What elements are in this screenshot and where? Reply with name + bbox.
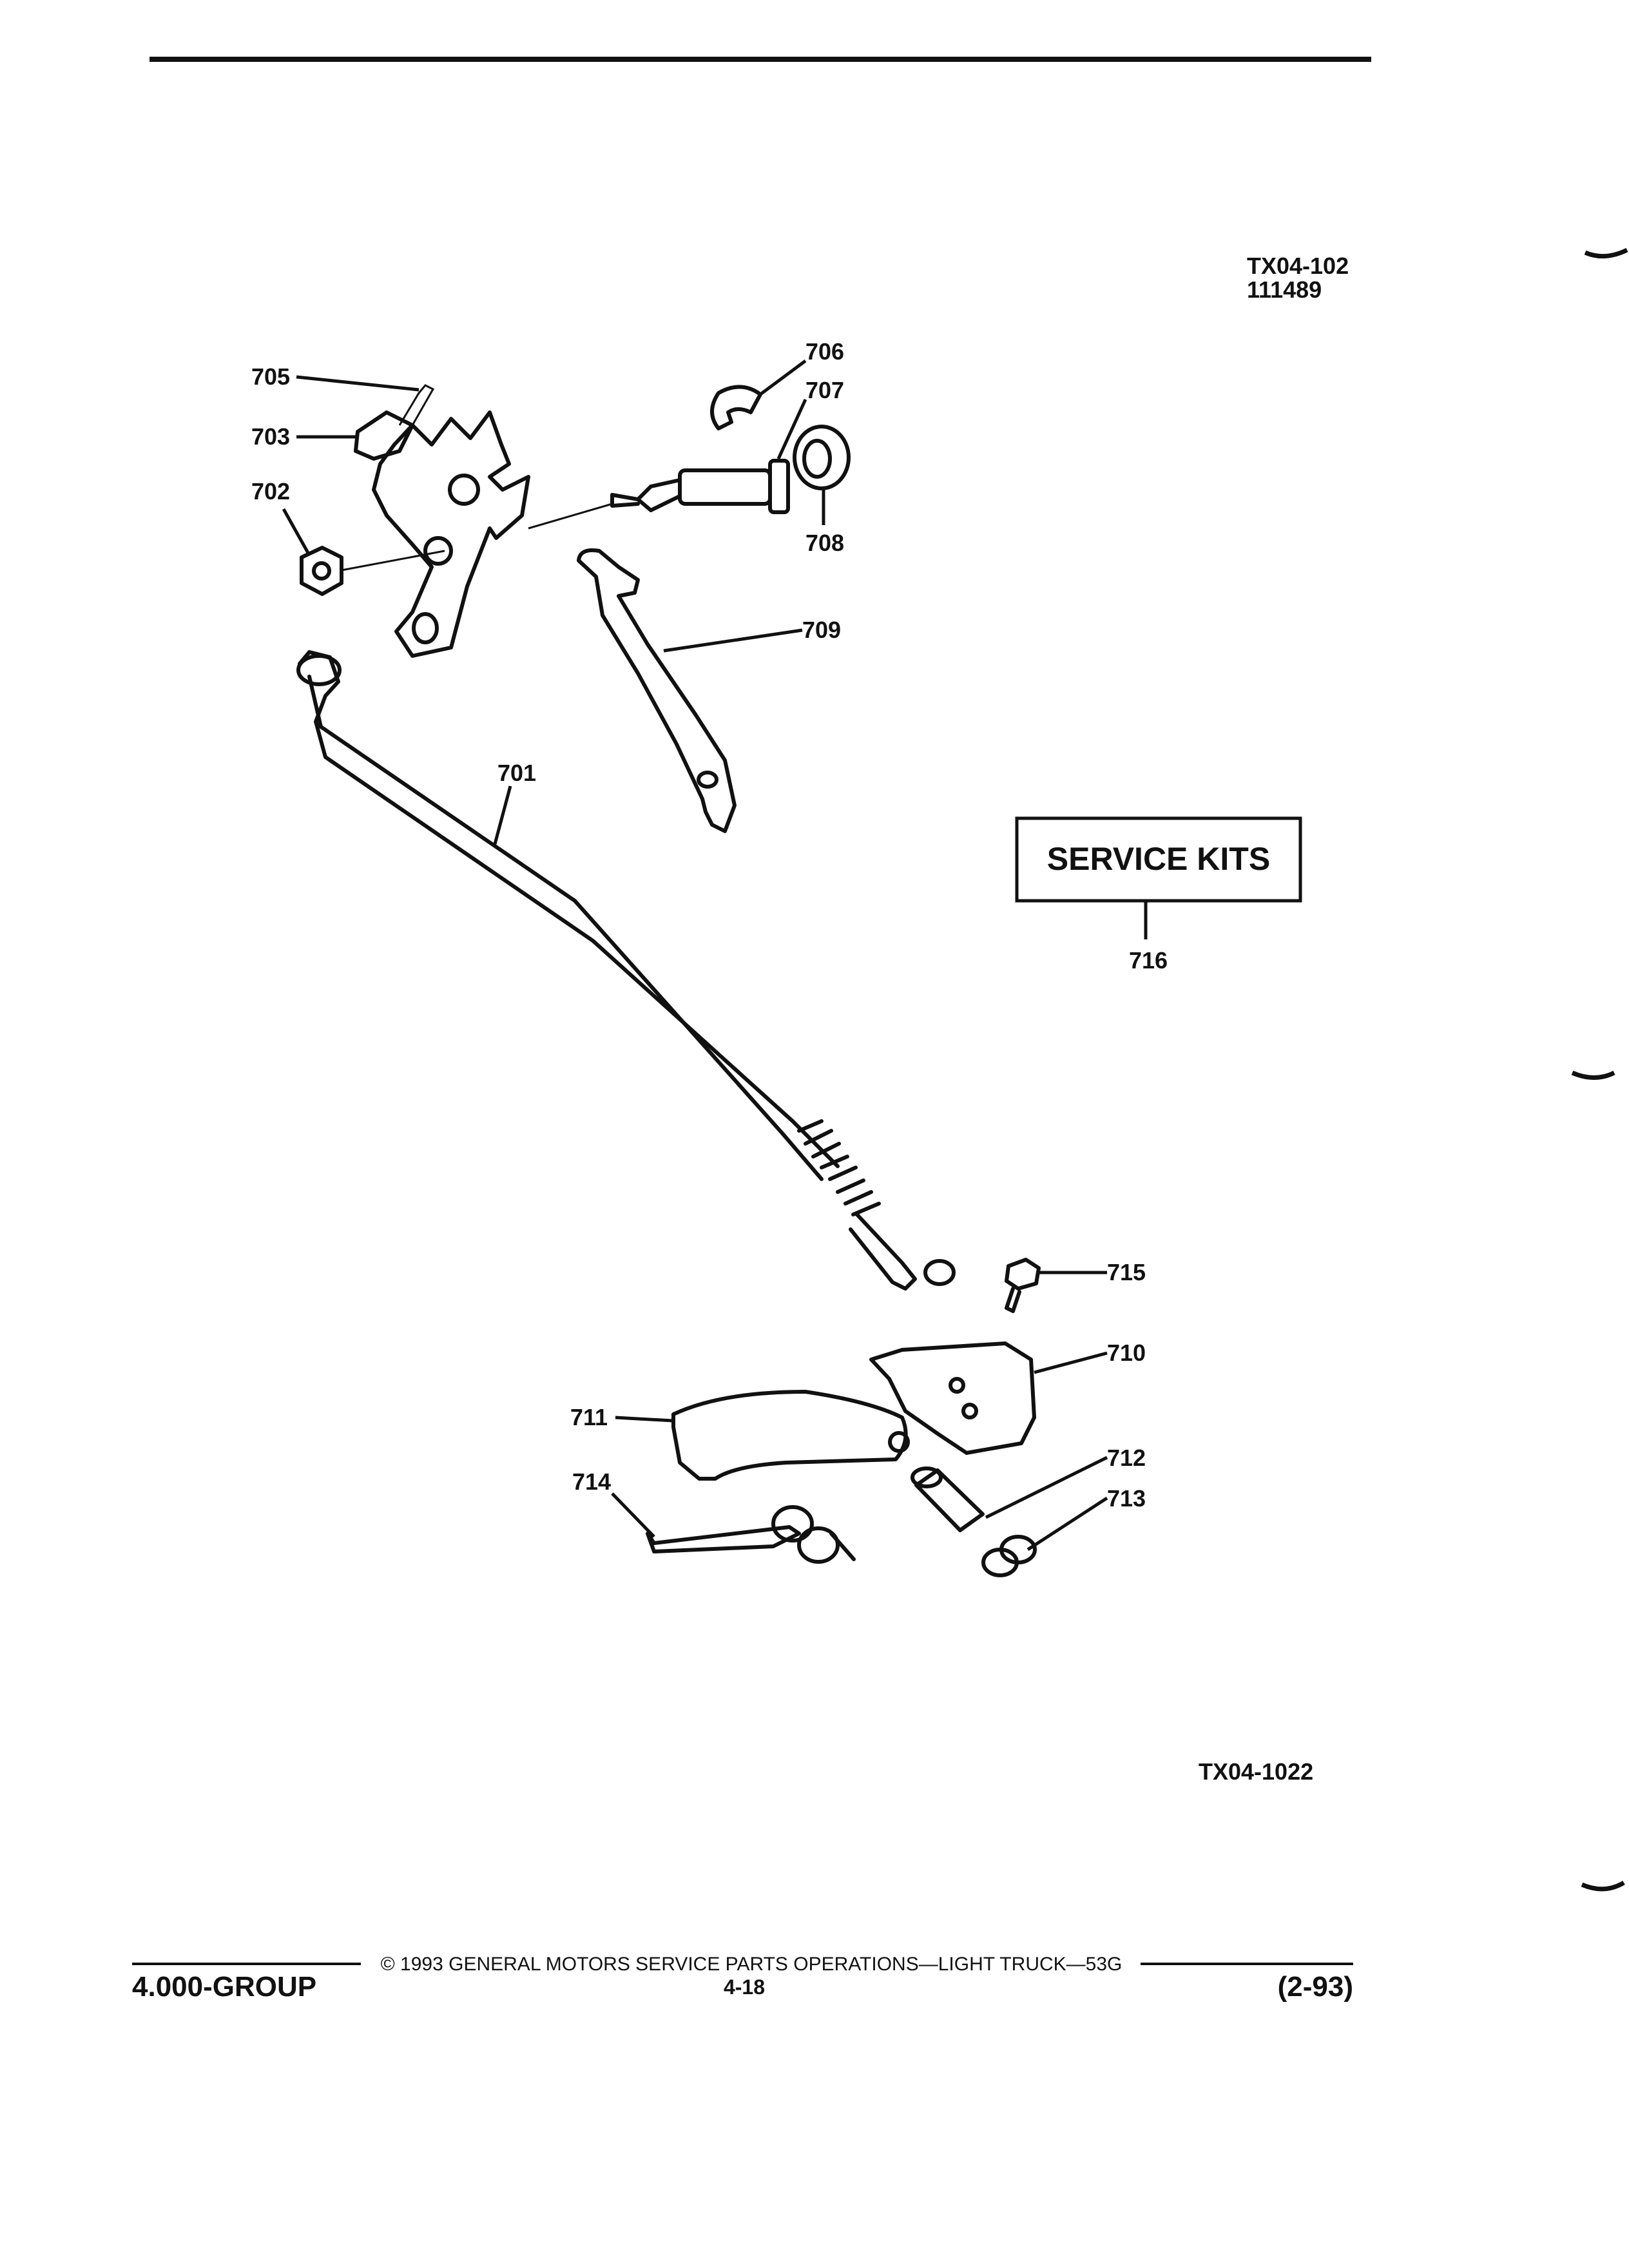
part-703-adjuster-lever xyxy=(354,384,530,658)
part-710-bracket xyxy=(869,1341,1036,1455)
footer-date-code: (2-93) xyxy=(1278,1971,1353,2003)
leader-714 xyxy=(611,1492,655,1538)
part-708-washer xyxy=(793,425,851,490)
leader-707 xyxy=(776,398,807,460)
margin-mark xyxy=(1584,247,1628,259)
leader-711 xyxy=(615,1416,674,1423)
service-kits-label: SERVICE KITS xyxy=(1047,841,1270,877)
callout-714: 714 xyxy=(572,1468,611,1495)
bracket-hole xyxy=(961,1403,978,1419)
leader-706 xyxy=(759,359,807,396)
lever-hole xyxy=(697,771,718,789)
leader-709 xyxy=(663,628,803,653)
leader-712 xyxy=(985,1456,1108,1519)
assembly-line xyxy=(528,503,613,530)
part-707-adjuster-screw xyxy=(610,459,790,514)
callout-705: 705 xyxy=(251,363,290,390)
part-713-sleeve xyxy=(981,1535,1037,1577)
assembly-line xyxy=(341,550,445,572)
ref-code: TX04-102 xyxy=(1247,253,1349,279)
service-kits-box xyxy=(1015,816,1302,903)
margin-mark xyxy=(1581,1880,1625,1892)
part-701-brake-rod xyxy=(296,650,956,1291)
leader-702 xyxy=(282,508,310,554)
part-714-return-spring xyxy=(646,1505,856,1564)
callout-707: 707 xyxy=(805,377,844,403)
callout-702: 702 xyxy=(251,478,290,505)
callout-713: 713 xyxy=(1107,1485,1146,1512)
figure-id: TX04-1022 xyxy=(1199,1758,1313,1785)
part-711-pedal-arm xyxy=(671,1390,908,1481)
arm-hole xyxy=(888,1431,910,1453)
leader-713 xyxy=(1027,1496,1108,1552)
footer-page-number: 4-18 xyxy=(724,1975,765,1999)
bracket-hole xyxy=(949,1377,965,1394)
callout-716: 716 xyxy=(1129,947,1168,974)
part-702-nut xyxy=(300,546,343,596)
part-712-bushing xyxy=(911,1466,985,1532)
callout-709: 709 xyxy=(802,617,841,643)
callout-701: 701 xyxy=(497,760,536,786)
margin-mark xyxy=(1571,1070,1615,1080)
footer-group: 4.000-GROUP xyxy=(132,1971,316,2003)
callout-715: 715 xyxy=(1107,1259,1146,1285)
callout-708: 708 xyxy=(805,530,844,556)
callout-706: 706 xyxy=(805,338,844,365)
ref-number: 111489 xyxy=(1247,276,1322,303)
leader-705 xyxy=(296,375,419,392)
part-706-clip xyxy=(710,385,762,430)
callout-711: 711 xyxy=(570,1404,608,1430)
footer-copyright: © 1993 GENERAL MOTORS SERVICE PARTS OPER… xyxy=(381,1954,1123,1975)
part-715-bolt xyxy=(1005,1258,1041,1313)
callout-712: 712 xyxy=(1107,1445,1146,1471)
leader-701 xyxy=(493,785,512,845)
callout-703: 703 xyxy=(251,423,290,450)
leader-710 xyxy=(1034,1351,1108,1374)
callout-710: 710 xyxy=(1107,1340,1146,1366)
part-709-lever xyxy=(577,548,737,833)
